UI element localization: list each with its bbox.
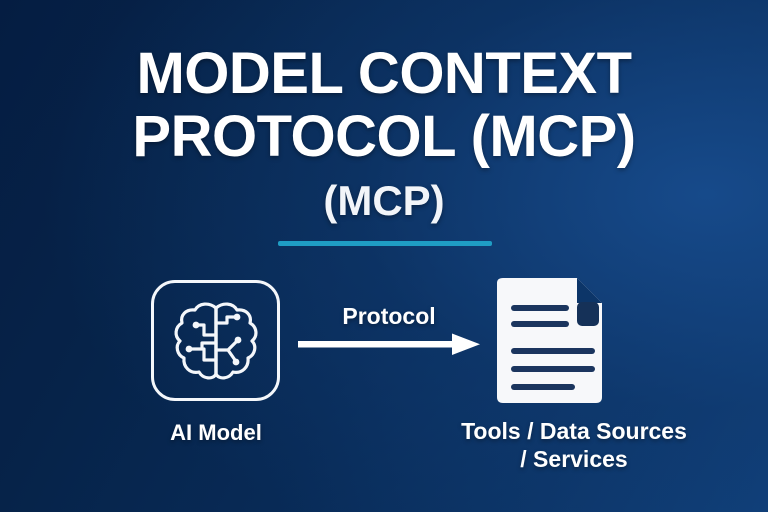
page-title: MODEL CONTEXT PROTOCOL (MCP) [132,41,636,169]
ai-model-caption: AI Model [170,420,262,445]
ai-model-frame [151,280,280,401]
page-subtitle: (MCP) [323,177,445,224]
protocol-label: Protocol [342,303,436,329]
arrow-right-icon [298,330,480,358]
document-icon [489,277,603,404]
accent-divider [278,241,492,246]
brain-circuit-icon [171,298,261,384]
tools-data-sources-caption: Tools / Data Sources / Services [461,418,687,472]
